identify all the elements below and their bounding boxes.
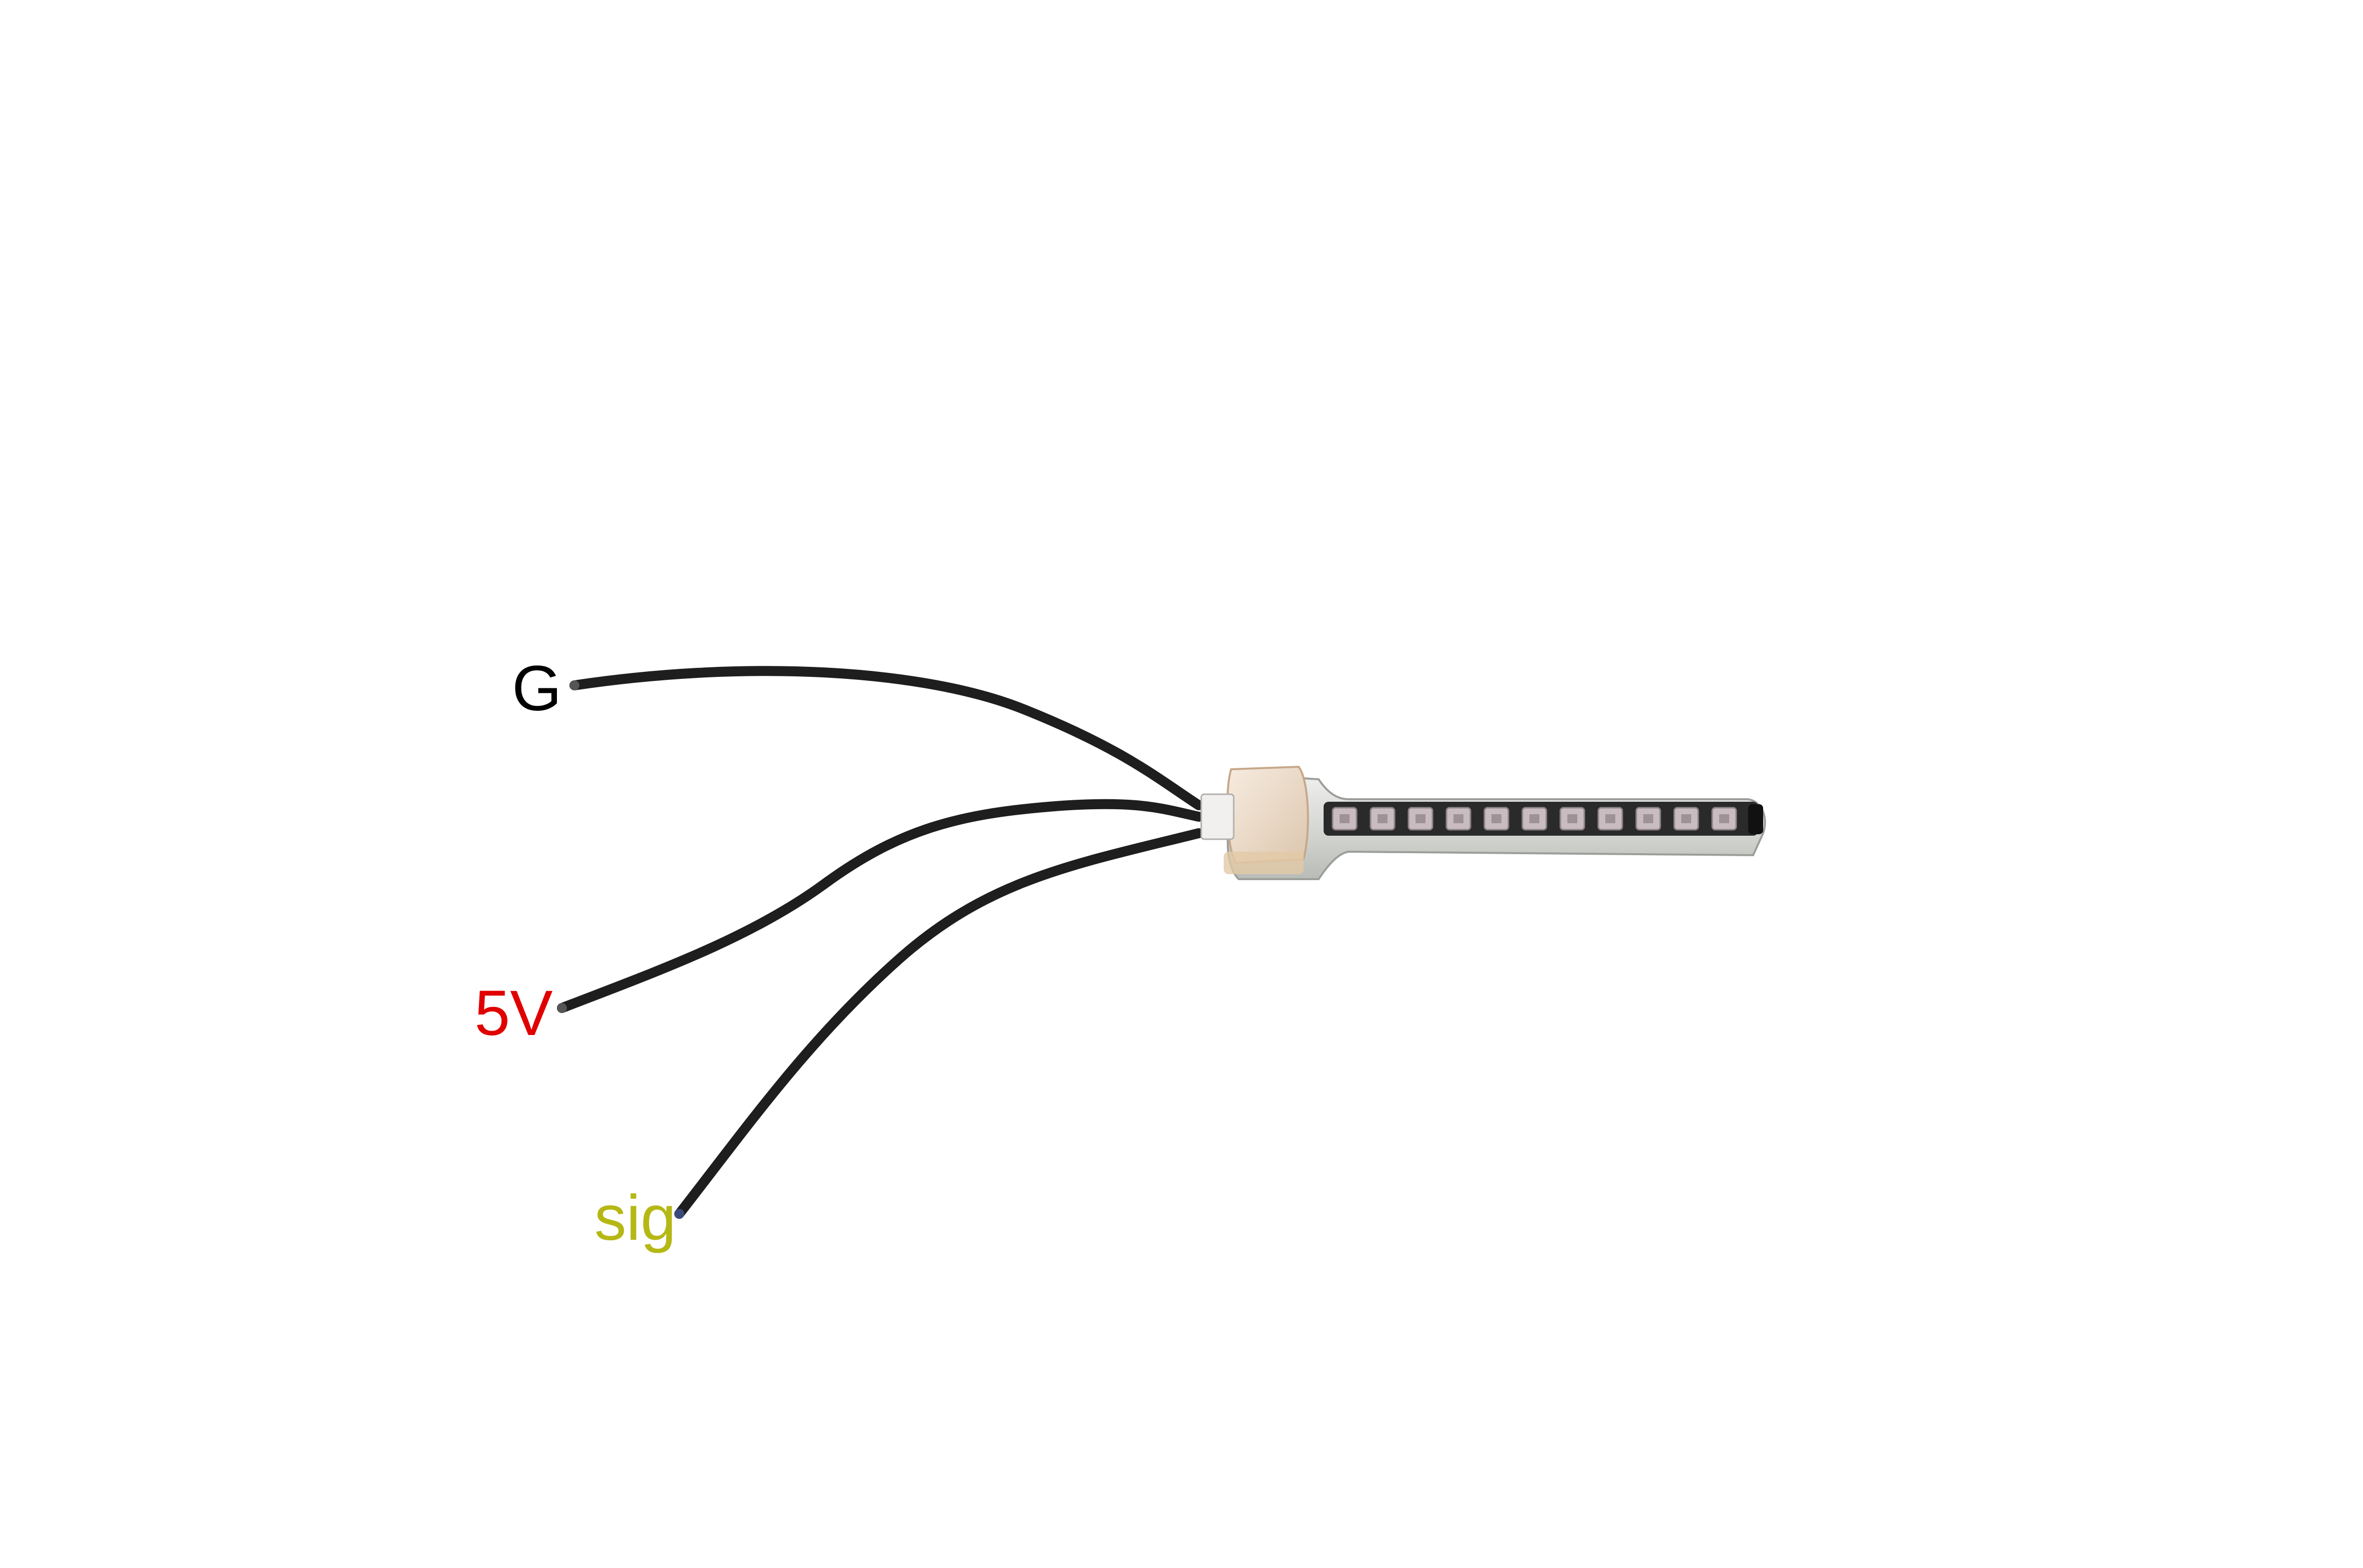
power-wire-tip <box>557 1003 567 1013</box>
led-7-chip <box>1567 814 1577 823</box>
ground-wire <box>569 666 1204 810</box>
led-3-chip <box>1416 814 1425 823</box>
signal-wire-tip <box>674 1209 684 1219</box>
ground-label: G <box>512 653 562 724</box>
led-row <box>1332 807 1737 831</box>
led-5-chip <box>1491 814 1501 823</box>
led-2-chip <box>1378 814 1388 823</box>
wires <box>557 666 1204 1219</box>
power-label: 5V <box>474 978 553 1049</box>
jst-connector <box>1226 765 1309 865</box>
signal-wire <box>674 828 1204 1219</box>
ground-wire-tip <box>569 680 579 690</box>
led-11-chip <box>1719 814 1729 823</box>
led-9-chip <box>1643 814 1653 823</box>
led-8-chip <box>1605 814 1615 823</box>
connector-pins <box>1200 793 1235 840</box>
strip-end-cap <box>1748 804 1763 834</box>
led-1-chip <box>1340 814 1350 823</box>
led-6-chip <box>1529 814 1539 823</box>
signal-label: sig <box>594 1182 676 1254</box>
led-strip <box>1200 765 1766 880</box>
led-4-chip <box>1453 814 1463 823</box>
connector-base <box>1224 852 1304 874</box>
led-10-chip <box>1681 814 1691 823</box>
power-wire <box>557 799 1204 1013</box>
